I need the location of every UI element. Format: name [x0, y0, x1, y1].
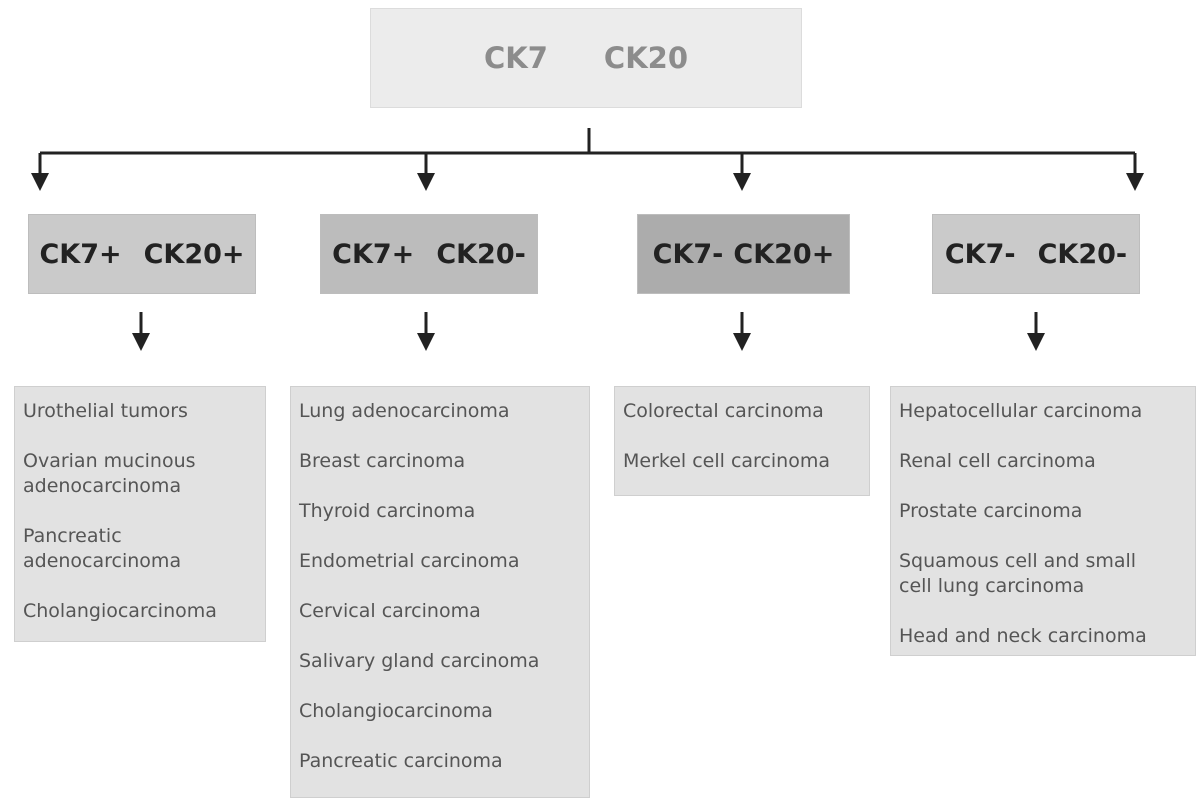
carcinoma-list-ck7pos-ck20pos: Urothelial tumors Ovarian mucinous adeno…: [14, 386, 266, 642]
branch-arrow-2: [733, 153, 751, 191]
category-label-a: CK7+: [332, 238, 415, 270]
branch-arrow-1: [417, 153, 435, 191]
list-item: Cholangiocarcinoma: [299, 700, 493, 722]
carcinoma-list-ck7neg-ck20neg: Hepatocellular carcinoma Renal cell carc…: [890, 386, 1196, 656]
category-label-a: CK7-: [652, 238, 724, 270]
down-arrow-3: [1027, 312, 1045, 351]
category-node-ck7neg-ck20neg: CK7- CK20-: [932, 214, 1140, 294]
category-node-ck7pos-ck20neg: CK7+ CK20-: [320, 214, 538, 294]
list-item: Ovarian mucinous adenocarcinoma: [23, 450, 196, 497]
category-label-b: CK20+: [143, 238, 245, 270]
list-item: Colorectal carcinoma: [623, 400, 824, 422]
list-item: Salivary gland carcinoma: [299, 650, 540, 672]
list-item: Merkel cell carcinoma: [623, 450, 830, 472]
category-label-b: CK20-: [1037, 238, 1128, 270]
category-label-a: CK7+: [39, 238, 122, 270]
category-node-ck7pos-ck20pos: CK7+ CK20+: [28, 214, 256, 294]
list-item: Lung adenocarcinoma: [299, 400, 510, 422]
list-item: Pancreatic carcinoma: [299, 750, 503, 772]
list-item: Cervical carcinoma: [299, 600, 481, 622]
down-arrow-0: [132, 312, 150, 351]
list-item: Squamous cell and small cell lung carcin…: [899, 550, 1137, 597]
carcinoma-list-ck7neg-ck20pos: Colorectal carcinoma Merkel cell carcino…: [614, 386, 870, 496]
category-node-ck7neg-ck20pos: CK7- CK20+: [637, 214, 850, 294]
root-label-ck7: CK7: [483, 41, 548, 75]
branch-arrow-0: [31, 153, 49, 191]
list-item: Thyroid carcinoma: [299, 500, 476, 522]
down-arrow-2: [733, 312, 751, 351]
branch-arrow-3: [1126, 153, 1144, 191]
list-item: Pancreatic adenocarcinoma: [23, 525, 182, 572]
carcinoma-list-ck7pos-ck20neg: Lung adenocarcinoma Breast carcinoma Thy…: [290, 386, 590, 798]
root-label-ck20: CK20: [603, 41, 689, 75]
list-item: Prostate carcinoma: [899, 500, 1083, 522]
down-arrow-1: [417, 312, 435, 351]
list-item: Urothelial tumors: [23, 400, 188, 422]
list-item: Endometrial carcinoma: [299, 550, 520, 572]
list-item: Renal cell carcinoma: [899, 450, 1096, 472]
list-item: Hepatocellular carcinoma: [899, 400, 1143, 422]
category-label-b: CK20+: [733, 238, 835, 270]
category-label-b: CK20-: [436, 238, 526, 270]
category-label-a: CK7-: [944, 238, 1016, 270]
root-node: CK7 CK20: [370, 8, 802, 108]
list-item: Cholangiocarcinoma: [23, 600, 217, 622]
list-item: Breast carcinoma: [299, 450, 466, 472]
list-item: Head and neck carcinoma: [899, 625, 1147, 647]
